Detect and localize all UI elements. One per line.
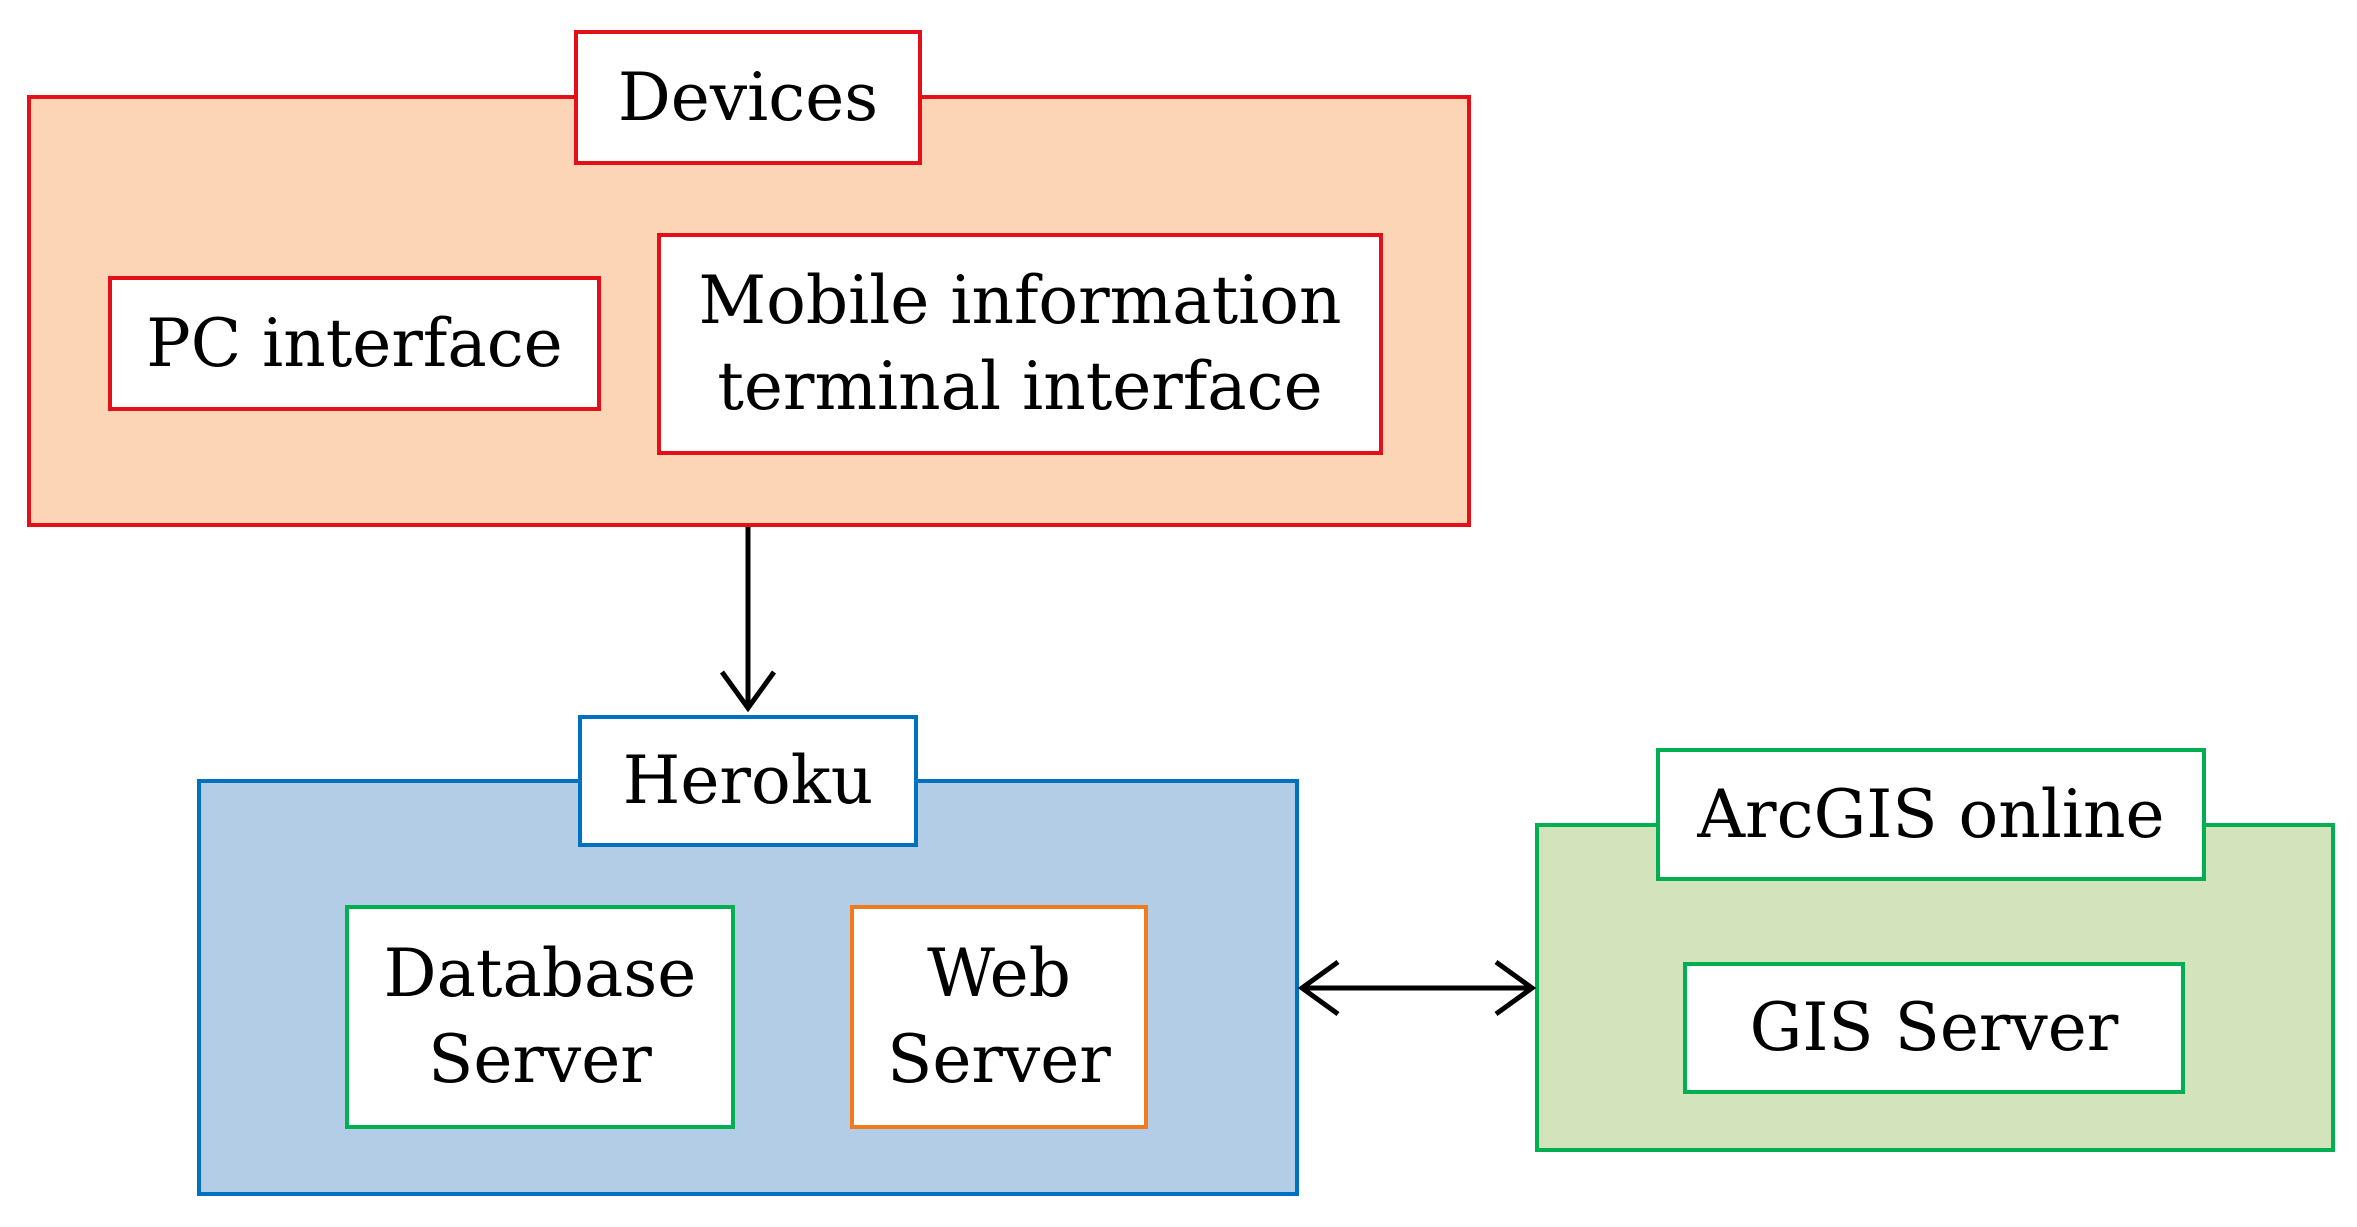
mobile-interface-label: Mobile information terminal interface [698,262,1342,425]
devices-to-heroku-arrow [719,527,777,713]
heroku-title-box: Heroku [578,715,918,847]
web-server-box: Web Server [850,905,1148,1129]
pc-interface-label: PC interface [146,304,563,382]
database-server-box: Database Server [345,905,735,1129]
pc-interface-box: PC interface [108,276,601,411]
heroku-arcgis-bidirectional-arrow [1297,959,1537,1017]
mobile-interface-box: Mobile information terminal interface [657,233,1383,455]
gis-server-box: GIS Server [1683,962,2185,1094]
arcgis-online-title: ArcGIS online [1697,775,2165,853]
arcgis-online-title-box: ArcGIS online [1656,748,2206,881]
web-server-label: Web Server [887,935,1111,1098]
devices-title: Devices [617,58,879,136]
gis-server-label: GIS Server [1749,989,2119,1066]
devices-title-box: Devices [574,30,922,165]
database-server-label: Database Server [383,935,697,1098]
heroku-title: Heroku [622,742,874,819]
